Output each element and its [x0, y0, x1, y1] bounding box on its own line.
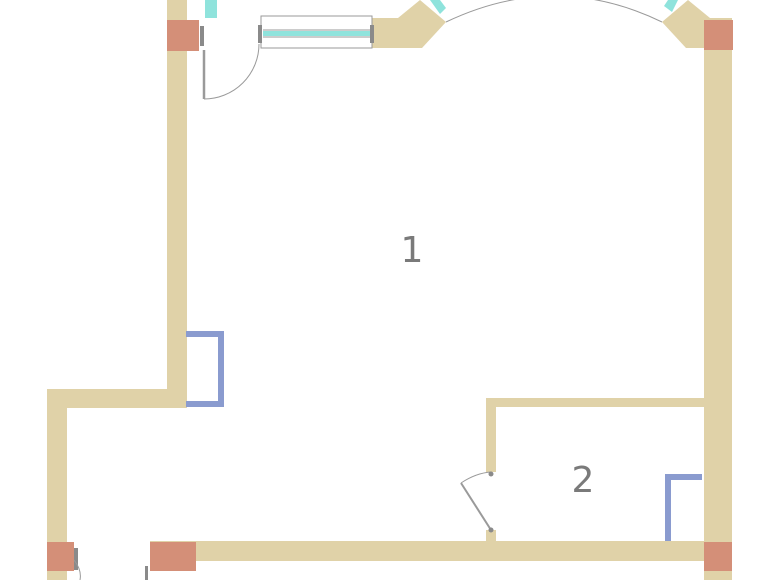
wall-room2-left-lower — [486, 530, 496, 544]
wall-step-horizontal — [47, 389, 187, 408]
walls — [47, 0, 732, 580]
wall-right — [704, 20, 732, 580]
door-top-left-swing — [203, 43, 260, 100]
wall-bay-left — [398, 0, 446, 48]
door-room2-hinge-top — [488, 471, 494, 477]
door-bottom-left-swing — [73, 559, 81, 580]
window-top-end-right — [370, 25, 374, 43]
wall-left-lower — [47, 389, 67, 580]
window-top — [258, 15, 374, 49]
window-bay-right-glass — [664, 0, 678, 12]
wall-room2-left-upper — [486, 398, 496, 472]
room-label-1: 1 — [401, 230, 424, 271]
door-room2-leaf — [460, 482, 492, 531]
column-top-right — [704, 20, 733, 50]
door-room2-hinge-bottom — [488, 527, 494, 533]
niche-room1 — [186, 331, 224, 407]
wall-left-upper — [167, 0, 187, 407]
column-bottom-left — [47, 542, 74, 571]
window-top-glass — [263, 31, 370, 36]
columns — [47, 20, 733, 571]
wall-bottom — [150, 541, 732, 561]
column-bottom-right — [704, 542, 732, 571]
window-top-left-glass — [205, 0, 217, 18]
room-label-2: 2 — [572, 460, 595, 501]
window-top-end-left — [258, 25, 262, 43]
doors — [73, 26, 494, 580]
door-bottom-left-jamb-b — [145, 566, 148, 580]
niche-room2 — [665, 474, 702, 541]
column-bottom-mid — [150, 542, 196, 571]
door-room2-swing — [460, 471, 492, 484]
windows — [205, 0, 678, 49]
column-top-left — [167, 20, 199, 51]
wall-bay-right — [662, 0, 710, 48]
bay-arc — [445, 0, 663, 23]
wall-room2-top — [486, 398, 704, 407]
window-bay-left-glass — [430, 0, 446, 14]
door-bottom-left-jamb-a — [74, 548, 78, 570]
door-top-left-jamb — [200, 26, 204, 46]
niches — [186, 331, 702, 541]
